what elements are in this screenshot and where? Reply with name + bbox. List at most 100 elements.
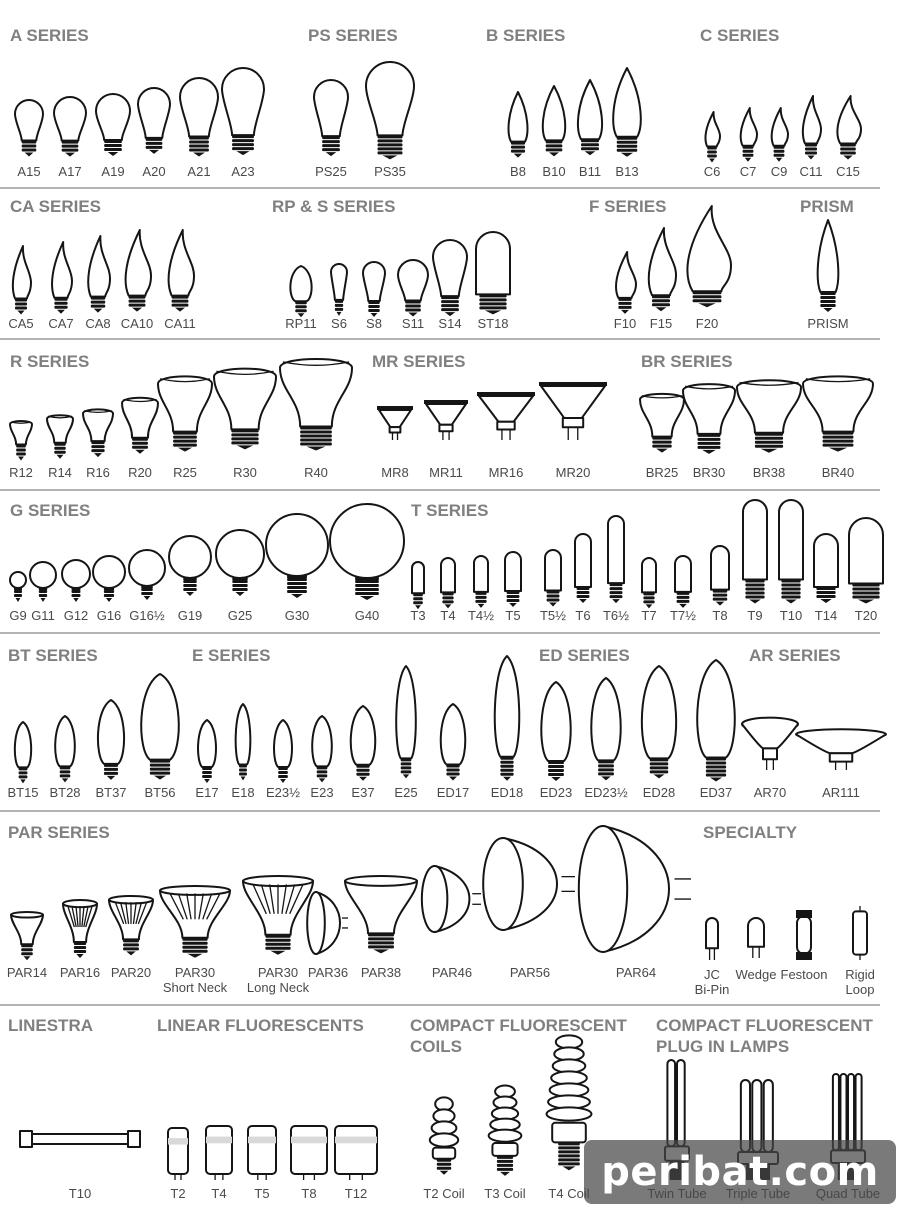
bulb-label-cfl-3: T4 Coil [548, 1186, 589, 1201]
bulb-t-5 [544, 549, 562, 607]
bulb-t-10 [710, 545, 730, 606]
bulb-f-1 [615, 251, 637, 314]
bulb-par-9 [482, 837, 575, 931]
bulb-linear-3 [247, 1125, 277, 1180]
bulb-c-5 [836, 95, 862, 160]
bulb-label-c-5: C15 [836, 164, 860, 179]
bulb-label-mr-3: MR16 [489, 465, 524, 480]
section-header-ed: ED SERIES [539, 646, 630, 665]
bulb-label-a-1: A15 [17, 164, 40, 179]
bulb-bt-1 [13, 721, 33, 784]
bulb-label-bt-1: BT15 [7, 785, 38, 800]
bulb-label-g-8: G30 [285, 608, 310, 623]
bulb-br-4 [802, 375, 874, 452]
bulb-label-r-6: R30 [233, 465, 257, 480]
bulb-t-2 [440, 557, 456, 609]
bulb-cfl-1 [428, 1096, 460, 1175]
bulb-b-4 [612, 67, 642, 157]
bulb-ps-1 [313, 79, 349, 157]
section-header-linestra: LINESTRA [8, 1016, 93, 1035]
bulb-label-a-4: A20 [142, 164, 165, 179]
bulb-label-specialty-2: Wedge [736, 967, 777, 982]
section-header-e: E SERIES [192, 646, 270, 665]
bulb-t-3 [473, 555, 489, 608]
bulb-label-r-3: R16 [86, 465, 110, 480]
bulb-label-r-7: R40 [304, 465, 328, 480]
bulb-label-g-5: G16½ [129, 608, 165, 623]
section-mr: MR8 MR11 MR16 MR20 [377, 382, 607, 480]
bulb-t-14 [848, 517, 884, 604]
bulb-e-6 [395, 665, 417, 779]
bulb-label-g-3: G12 [64, 608, 89, 623]
bulb-linear-4 [290, 1125, 328, 1180]
bulb-t-13 [813, 533, 839, 604]
bulb-label-t-7: T6½ [603, 608, 629, 623]
bulb-label-t-8: T7 [641, 608, 656, 623]
bulb-label-par-10: PAR64 [616, 965, 656, 980]
bulb-specialty-2 [747, 917, 765, 958]
bulb-mr-1 [377, 406, 413, 440]
bulb-label-t-11: T9 [747, 608, 762, 623]
bulb-linestra-1 [19, 1130, 141, 1148]
bulb-label-ar-1: AR70 [754, 785, 787, 800]
bulb-e-2 [234, 703, 252, 781]
section-header-ps: PS SERIES [308, 26, 398, 45]
bulb-e-3 [273, 719, 293, 784]
bulb-label-mr-1: MR8 [381, 465, 408, 480]
bulb-ed-6 [696, 659, 736, 782]
bulb-b-3 [577, 79, 603, 156]
bulb-label-e-3: E23½ [266, 785, 300, 800]
bulb-ca-1 [11, 245, 32, 315]
bulb-r-1 [9, 420, 33, 461]
bulb-g-1 [9, 571, 27, 602]
bulb-t-1 [411, 561, 425, 610]
section-header-r: R SERIES [10, 352, 89, 371]
bulb-bt-4 [140, 673, 180, 780]
bulb-label-t-2: T4 [440, 608, 455, 623]
section-linestra: T10 [19, 1130, 141, 1201]
bulb-label-mr-4: MR20 [556, 465, 591, 480]
bulb-rps-4 [397, 259, 429, 317]
bulb-label-ed-1: ED17 [437, 785, 470, 800]
bulb-label-rps-3: S8 [366, 316, 382, 331]
bulb-c-3 [770, 107, 789, 162]
bulb-prism-1 [816, 219, 840, 312]
bulb-label-ca-4: CA10 [121, 316, 154, 331]
bulb-label-br-1: BR25 [646, 465, 679, 480]
bulb-label-bt-4: BT56 [144, 785, 175, 800]
bulb-label-f-2: F15 [650, 316, 672, 331]
bulb-rps-2 [330, 263, 348, 316]
bulb-specialty-1 [705, 917, 719, 960]
bulb-label-e-6: E25 [394, 785, 417, 800]
section-header-prism: PRISM [800, 197, 854, 216]
bulb-ca-3 [87, 235, 111, 313]
bulb-t-12 [778, 499, 804, 604]
bulb-bt-3 [96, 699, 126, 780]
bulb-label-t-4: T5 [505, 608, 520, 623]
bulb-cfl-3 [545, 1034, 593, 1171]
bulb-label-linear-3: T5 [254, 1186, 269, 1201]
section-header-b: B SERIES [486, 26, 565, 45]
bulb-rps-3 [362, 261, 386, 317]
bulb-label-mr-2: MR11 [429, 465, 463, 480]
bulb-label-ed-6: ED37 [700, 785, 733, 800]
bulb-label-c-3: C9 [771, 164, 788, 179]
bulb-label-rps-4: S11 [402, 316, 424, 331]
bulb-label-f-1: F10 [614, 316, 636, 331]
bulb-label-g-9: G40 [355, 608, 380, 623]
bulb-label-r-5: R25 [173, 465, 197, 480]
bulb-label-r-4: R20 [128, 465, 152, 480]
bulb-ca-4 [124, 229, 152, 312]
bulb-g-7 [215, 529, 265, 596]
